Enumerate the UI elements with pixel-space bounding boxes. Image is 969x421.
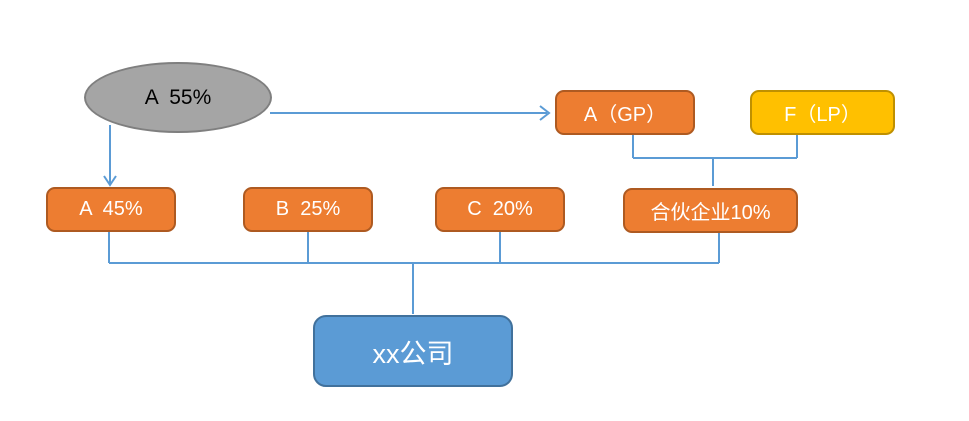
node-partnership-10: 合伙企业10% (623, 188, 798, 233)
node-a-gp-label: A（GP） (583, 104, 667, 126)
connector-row-to-company-bus (108, 232, 720, 314)
node-a-45: A 45% (46, 187, 176, 232)
node-shareholder-a-55: A 55% (84, 62, 272, 133)
node-b-25: B 25% (243, 187, 373, 232)
node-b-25-label: B 25% (275, 198, 341, 220)
node-c-20: C 20% (435, 187, 565, 232)
arrowhead-right-icon (539, 105, 551, 121)
node-c-20-label: C 20% (467, 198, 533, 220)
node-company: xx公司 (313, 315, 513, 387)
node-a-gp: A（GP） (555, 90, 695, 135)
arrowhead-down-icon (103, 175, 117, 187)
node-company-label: xx公司 (372, 338, 454, 369)
node-a-45-label: A 45% (79, 198, 143, 220)
node-f-lp-label: F（LP） (784, 104, 861, 126)
node-shareholder-a-55-label: A 55% (144, 85, 212, 109)
node-partnership-10-label: 合伙企业10% (650, 202, 771, 224)
connector-gp-lp-to-partnership (632, 135, 798, 186)
node-f-lp: F（LP） (750, 90, 895, 135)
